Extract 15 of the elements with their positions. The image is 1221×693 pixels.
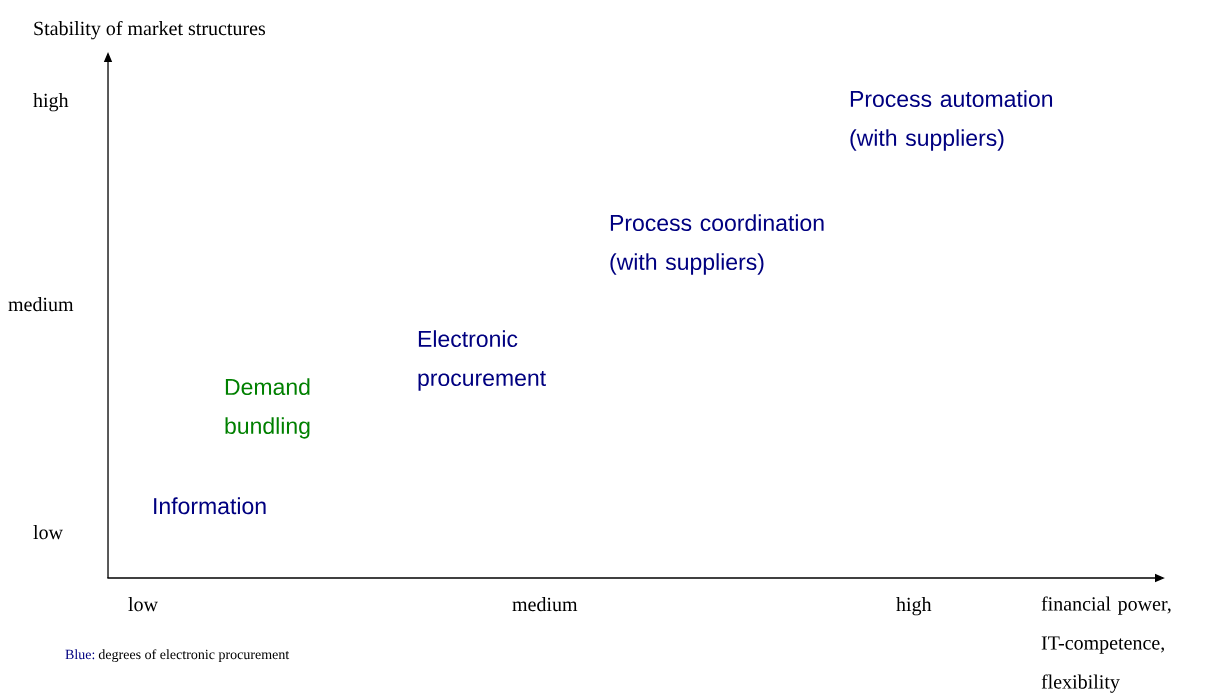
stage-label: Information <box>154 497 266 515</box>
stage-label: Demand bundling <box>225 378 310 439</box>
axis-tick-label: medium <box>512 597 578 612</box>
legend-text: degrees of electronic procurement <box>98 649 290 662</box>
axis-title: financial power, IT-competence, flexibility <box>1041 596 1171 693</box>
axis-tick-label: low <box>33 525 63 540</box>
legend-key: Blue: <box>65 649 95 660</box>
axis-tick-label: low <box>128 597 158 612</box>
axis-title: Stability of market structures <box>34 20 266 40</box>
axis-tick-label: medium <box>8 297 74 312</box>
axis-tick-label: high <box>896 597 932 616</box>
stage-label: Electronic procurement <box>418 330 546 391</box>
stage-label: Process automation (with suppliers) <box>850 90 1053 151</box>
axis-tick-label: high <box>33 93 69 112</box>
stage-label: Process coordination (with suppliers) <box>610 214 824 275</box>
